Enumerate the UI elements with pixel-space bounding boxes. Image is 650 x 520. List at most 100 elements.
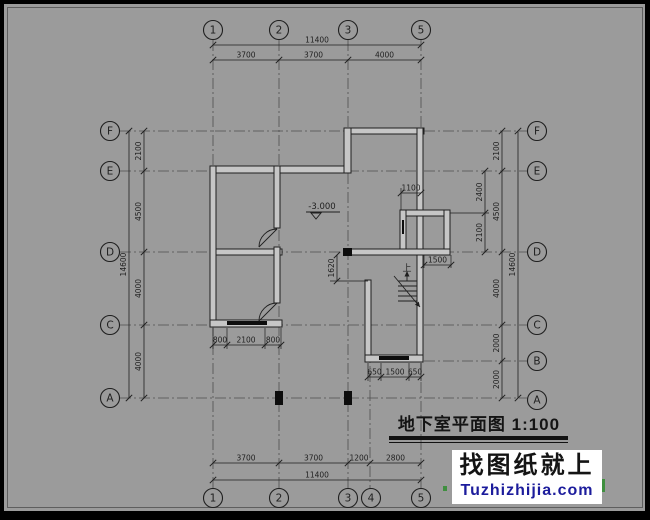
axis-circle	[337, 19, 359, 41]
axis-circle	[526, 389, 548, 411]
axis-bubble-left-D: D	[99, 241, 121, 263]
wall	[343, 248, 451, 256]
dim-label: 4000	[375, 51, 394, 60]
axis-circle	[337, 487, 359, 509]
axis-circle	[526, 120, 548, 142]
axis-bubble-left-F: F	[99, 120, 121, 142]
dim-label: 650	[408, 368, 423, 377]
axis-label: A	[533, 395, 541, 407]
axis-bubble-right-F: F	[526, 120, 548, 142]
axis-circle	[526, 241, 548, 263]
axis-label: F	[107, 126, 113, 138]
axis-circle	[360, 487, 382, 509]
level-marker-triangle	[310, 212, 322, 220]
dim-tick	[344, 459, 352, 467]
watermark-site-url: Tuzhizhijia.com	[460, 482, 594, 499]
axis-label: E	[107, 166, 114, 178]
axis-label: B	[533, 356, 540, 368]
axis-bubble-bottom-5: 5	[410, 487, 432, 509]
window-bar	[379, 356, 409, 360]
axis-label: A	[106, 393, 114, 405]
axis-circle	[99, 160, 121, 182]
doors	[258, 228, 278, 322]
dim-tick	[417, 189, 425, 197]
walls	[209, 127, 451, 363]
dim-tick	[140, 248, 148, 256]
axis-bubble-right-E: E	[526, 160, 548, 182]
axis-circle	[268, 19, 290, 41]
wall	[209, 248, 283, 256]
stair-up-arrow-head	[404, 271, 410, 277]
dim-tick	[209, 459, 217, 467]
axis-label: F	[534, 126, 540, 138]
dim-label: 2100	[492, 141, 501, 160]
axis-bubble-right-D: D	[526, 241, 548, 263]
dim-label: 2100	[236, 336, 255, 345]
dim-label: 4500	[492, 202, 501, 221]
dimension-plan-1620: 1620	[327, 251, 341, 285]
axis-circle	[202, 487, 224, 509]
dim-tick	[498, 127, 506, 135]
axis-bubble-left-E: E	[99, 160, 121, 182]
axis-label: 3	[345, 493, 352, 505]
axis-label: 3	[345, 25, 352, 37]
dim-tick	[140, 167, 148, 175]
dim-tick	[514, 394, 522, 402]
axis-label: 2	[276, 493, 283, 505]
dim-tick	[344, 56, 352, 64]
dim-tick	[140, 394, 148, 402]
dim-tick	[275, 56, 283, 64]
axis-bubble-right-A: A	[526, 389, 548, 411]
axis-label: 4	[368, 493, 375, 505]
dimension-right-total: 14600	[508, 127, 522, 402]
watermark-box: 找图纸就上 Tuzhizhijia.com	[452, 450, 602, 504]
dim-label: 1500	[428, 256, 447, 265]
axis-circle	[526, 314, 548, 336]
green-artifact-right	[602, 479, 605, 492]
dimension-bottom-total: 11400	[209, 471, 425, 484]
windows-and-columns	[227, 220, 409, 405]
drawing-paper	[4, 4, 645, 511]
wall	[399, 209, 451, 217]
title-underline-thin	[389, 442, 568, 443]
dim-label: 3700	[304, 454, 323, 463]
door-leaf-line	[258, 302, 278, 322]
axis-label: E	[534, 166, 541, 178]
axis-circle	[99, 241, 121, 263]
dim-tick	[417, 459, 425, 467]
dim-tick	[498, 167, 506, 175]
wall	[273, 165, 281, 229]
dim-tick	[481, 167, 489, 175]
stair-cut-line	[393, 275, 421, 308]
axis-bubble-top-2: 2	[268, 19, 290, 41]
axis-bubble-bottom-1: 1	[202, 487, 224, 509]
axis-bubble-right-B: B	[526, 350, 548, 372]
dimension-plan-1100: 1100	[397, 184, 425, 197]
axis-bubble-left-A: A	[99, 387, 121, 409]
dim-tick	[498, 357, 506, 365]
axis-label: 1	[210, 25, 217, 37]
door-leaf-line	[258, 228, 278, 248]
axis-bubble-top-5: 5	[410, 19, 432, 41]
wall	[443, 209, 451, 256]
drawing-title: 地下室平面图 1:100	[397, 415, 561, 434]
door-swing-arc	[258, 302, 278, 322]
axis-bubble-top-1: 1	[202, 19, 224, 41]
axis-bubble-right-C: C	[526, 314, 548, 336]
dimension-plan-1500: 1500	[420, 256, 455, 269]
dim-tick	[417, 56, 425, 64]
axis-label: 5	[418, 493, 425, 505]
dim-label: 2800	[386, 454, 405, 463]
dim-label: 4000	[134, 279, 143, 298]
column	[344, 391, 352, 405]
wall	[343, 127, 352, 174]
dim-label: 2100	[475, 223, 484, 242]
dim-label: 4500	[134, 202, 143, 221]
dim-label: 2100	[134, 141, 143, 160]
axis-circle	[99, 314, 121, 336]
